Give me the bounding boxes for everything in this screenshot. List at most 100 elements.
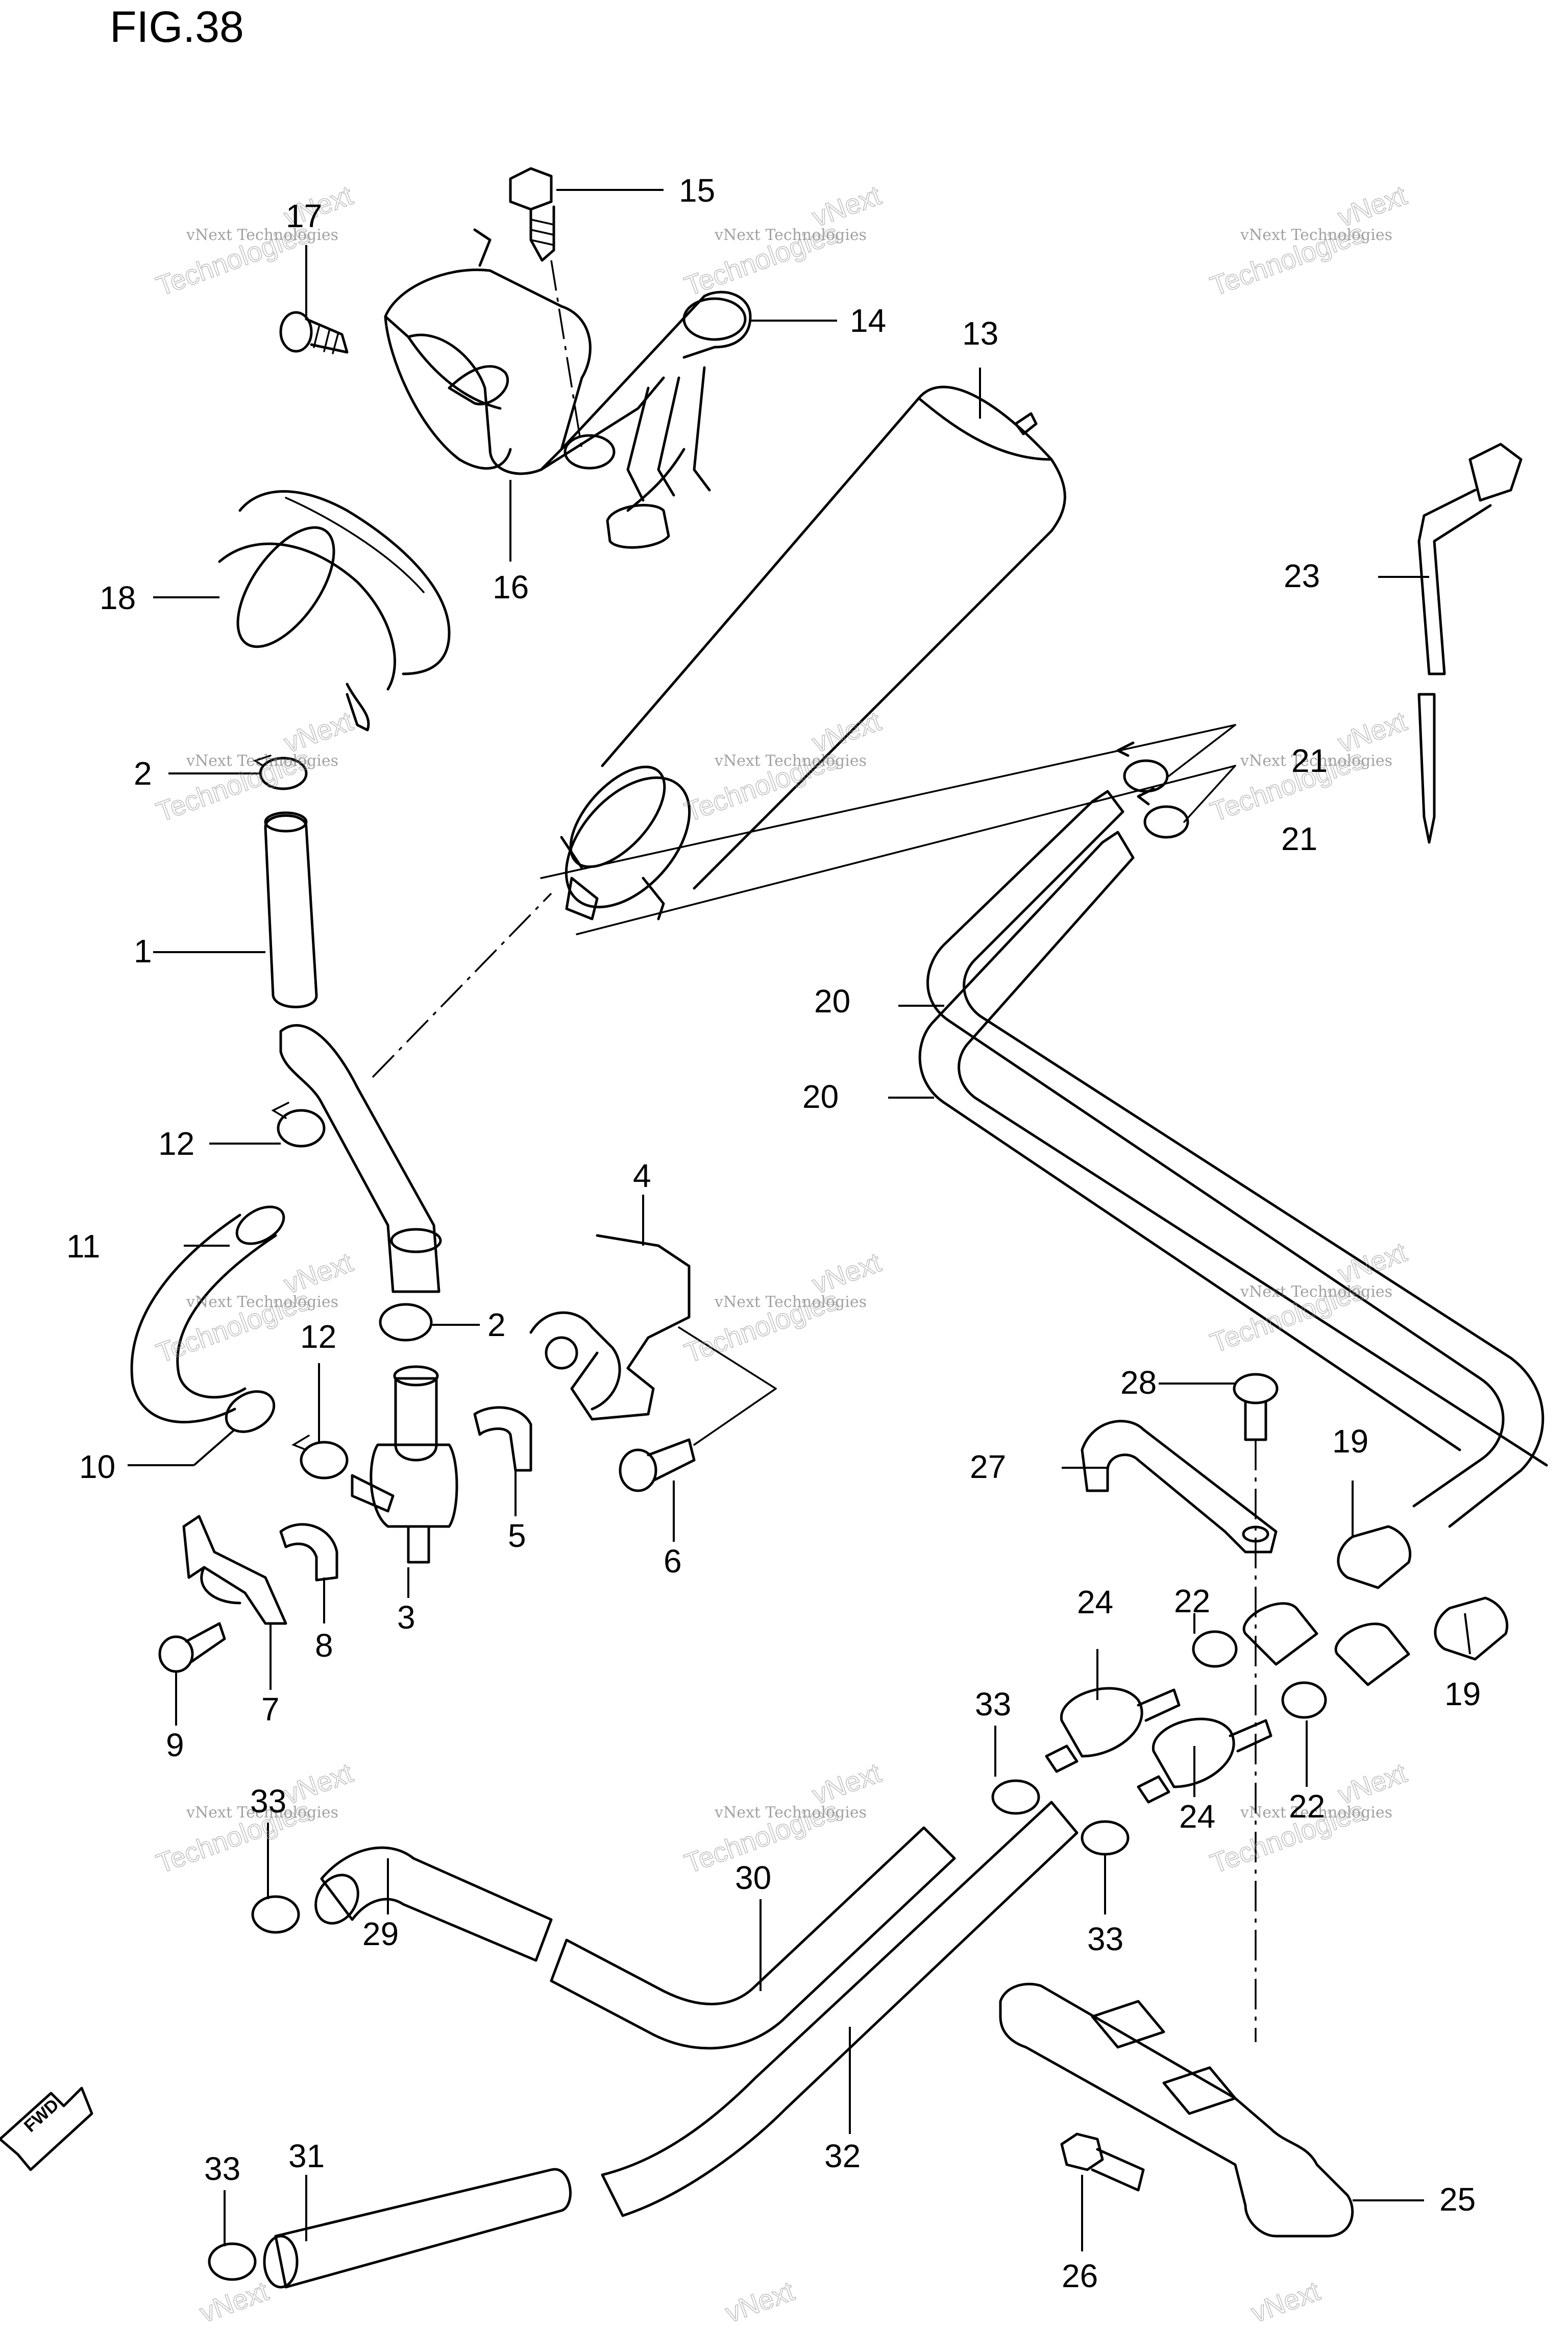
svg-text:vNext Technologies: vNext Technologies <box>714 1804 867 1822</box>
callout-labels: 1 2 2 3 4 5 6 7 8 9 10 11 12 12 13 14 15… <box>66 172 1481 2294</box>
callout-22: 22 <box>1174 1583 1210 1619</box>
part-4-bracket <box>529 1234 777 1446</box>
callout-27: 27 <box>970 1448 1006 1485</box>
part-30-hose <box>550 1826 956 2050</box>
callout-29: 29 <box>362 1915 399 1952</box>
callout-24: 24 <box>1077 1584 1113 1620</box>
callout-20: 20 <box>814 983 850 1020</box>
callout-33: 33 <box>204 2150 240 2187</box>
svg-text:vNext Technologies: vNext Technologies <box>1240 1283 1392 1301</box>
callout-21: 21 <box>1291 742 1328 779</box>
callout-19: 19 <box>1332 1423 1368 1460</box>
callout-17: 17 <box>286 198 322 234</box>
watermark: vNext <box>1247 2275 1325 2328</box>
svg-text:vNext Technologies: vNext Technologies <box>186 752 338 770</box>
callout-4: 4 <box>633 1157 651 1194</box>
callout-23: 23 <box>1284 557 1320 594</box>
svg-text:vNext Technologies: vNext Technologies <box>186 1293 338 1311</box>
part-1-hose <box>264 811 318 1008</box>
watermark: vNext Technologies vNext Technologies <box>1206 1236 1411 1359</box>
part-17-bolt <box>279 311 349 354</box>
callout-30: 30 <box>735 1859 771 1896</box>
part-21-clamps <box>1116 724 1236 839</box>
callout-5: 5 <box>508 1517 526 1554</box>
callout-18: 18 <box>100 579 136 616</box>
svg-text:vNext Technologies: vNext Technologies <box>1240 752 1392 770</box>
watermark-group: vNext Technologies vNext Technologies vN… <box>152 180 1411 2328</box>
callout-21: 21 <box>1281 820 1317 857</box>
svg-text:vNext: vNext <box>196 2276 273 2328</box>
callout-15: 15 <box>679 172 715 209</box>
svg-text:vNext Technologies: vNext Technologies <box>714 1293 867 1311</box>
callout-25: 25 <box>1439 2181 1476 2218</box>
callout-32: 32 <box>824 2138 861 2174</box>
svg-text:vNext Technologies: vNext Technologies <box>186 226 338 244</box>
part-8-clip <box>279 1523 338 1582</box>
watermark: vNext Technologies vNext Technologies <box>152 180 357 302</box>
part-25-bracket <box>999 1982 1354 2238</box>
part-18-cushion <box>218 490 451 732</box>
leader-lines <box>128 189 1471 2251</box>
svg-text:vNext Technologies: vNext Technologies <box>1240 1804 1392 1822</box>
part-12-clamp-upper <box>271 1102 326 1148</box>
svg-text:vNext Technologies: vNext Technologies <box>714 226 867 244</box>
part-6-screw <box>619 1438 696 1492</box>
part-33-clamps <box>208 1779 1130 2281</box>
callout-11: 11 <box>66 1228 100 1265</box>
svg-text:vNext Technologies: vNext Technologies <box>714 752 867 770</box>
watermark: vNext <box>195 2275 273 2328</box>
part-20-hoses <box>918 790 1548 1661</box>
watermark: vNext Technologies vNext Technologies <box>152 706 357 828</box>
watermark: vNext Technologies vNext Technologies <box>680 1247 886 1369</box>
callout-2: 2 <box>487 1306 506 1343</box>
callout-2: 2 <box>134 755 152 792</box>
watermark: vNext Technologies vNext Technologies <box>1206 180 1411 302</box>
callout-33: 33 <box>250 1783 286 1820</box>
callout-8: 8 <box>315 1627 333 1664</box>
callout-12: 12 <box>158 1125 194 1162</box>
callout-33: 33 <box>1087 1921 1123 1957</box>
part-2-clamp-lower <box>379 1303 433 1342</box>
svg-text:vNext: vNext <box>1247 2276 1324 2328</box>
callout-3: 3 <box>397 1599 415 1636</box>
part-7-bracket <box>182 1515 287 1625</box>
svg-text:vNext: vNext <box>722 2276 798 2328</box>
watermark: vNext Technologies vNext Technologies <box>680 1757 886 1880</box>
callout-26: 26 <box>1062 2258 1098 2294</box>
part-28-screw <box>1233 1373 1279 2042</box>
part-12-clamp-lower <box>291 1435 349 1480</box>
callout-22: 22 <box>1289 1788 1325 1825</box>
callout-7: 7 <box>261 1691 280 1728</box>
callout-6: 6 <box>664 1543 682 1580</box>
callout-28: 28 <box>1120 1364 1157 1401</box>
callout-31: 31 <box>288 2138 325 2174</box>
part-15-bolt <box>509 167 555 262</box>
part-22-clamps <box>1192 1630 1327 1719</box>
part-24-check-valves <box>1045 1687 1272 1804</box>
part-13-canister <box>540 385 1236 935</box>
svg-text:vNext Technologies: vNext Technologies <box>1240 226 1392 244</box>
part-31-hose <box>263 2168 572 2289</box>
callout-1: 1 <box>134 933 152 969</box>
part-23-wire <box>1417 443 1523 844</box>
callout-24: 24 <box>1179 1798 1215 1835</box>
callout-16: 16 <box>493 569 529 605</box>
part-16-bracket <box>384 228 752 549</box>
part-29-hose <box>314 1846 553 1962</box>
callout-20: 20 <box>802 1078 839 1115</box>
part-11-hose <box>130 1205 285 1433</box>
part-3-valve <box>351 1365 458 1564</box>
callout-9: 9 <box>166 1727 184 1763</box>
callout-12: 12 <box>300 1318 336 1355</box>
part-1-hose-curved <box>279 892 552 1293</box>
svg-text:vNext Technologies: vNext Technologies <box>186 1804 338 1822</box>
part-19-hose-ends <box>1242 1602 1410 1686</box>
callout-33: 33 <box>975 1686 1011 1723</box>
part-26-bolt <box>1060 2132 1145 2192</box>
watermark: vNext <box>721 2275 799 2328</box>
callout-13: 13 <box>962 315 998 352</box>
figure-title: FIG.38 <box>110 3 244 52</box>
fwd-arrow-icon: FWD <box>0 2087 93 2171</box>
part-32-hose <box>601 1801 1079 2217</box>
